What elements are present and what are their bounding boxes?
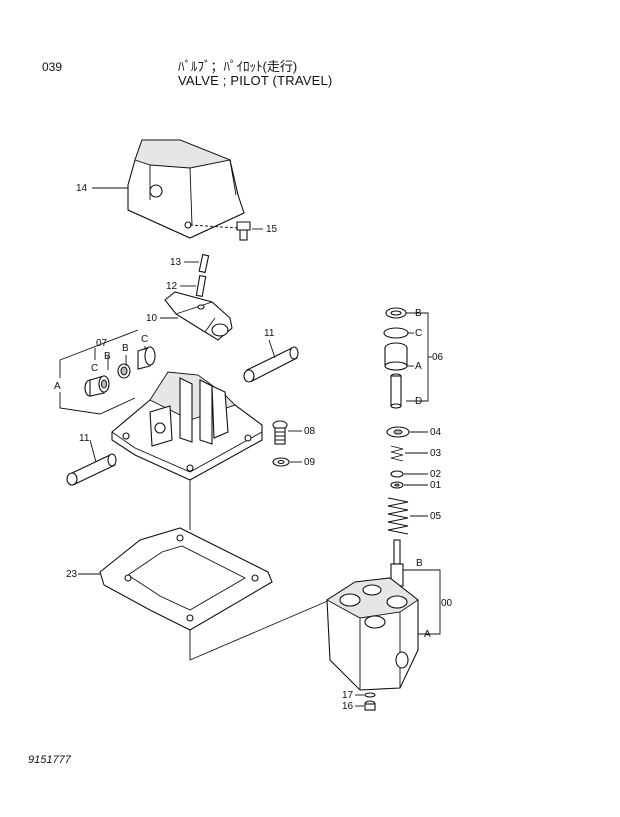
- callout-10: 10: [146, 313, 158, 324]
- callout-12: 12: [166, 281, 178, 292]
- o-ring-c: [383, 327, 409, 339]
- plug-a: [384, 342, 408, 371]
- callout-06: 06: [432, 352, 444, 363]
- shaft-part-11-upper: [243, 346, 299, 383]
- callout-b-spool: B: [416, 558, 423, 569]
- callout-01: 01: [430, 480, 442, 491]
- title-japanese: ﾊﾞﾙﾌﾞ；ﾊﾟｲﾛｯﾄ(走行): [178, 59, 298, 74]
- lever-part-10: [164, 291, 233, 341]
- washer-part-02: [390, 470, 404, 478]
- callout-a-left: A: [54, 381, 61, 392]
- valve-body-bracket: [111, 371, 263, 481]
- spool-b: [390, 539, 404, 587]
- shaft-part-11-lower: [66, 453, 117, 486]
- callout-03: 03: [430, 448, 442, 459]
- callout-11-lower: 11: [79, 433, 90, 444]
- callout-14: 14: [76, 183, 88, 194]
- spring-part-03: [390, 445, 404, 462]
- callout-13: 13: [170, 257, 182, 268]
- pin-part-13: [198, 253, 210, 274]
- callout-05: 05: [430, 511, 442, 522]
- callout-c-right: C: [141, 334, 148, 345]
- callout-b-right-column: B: [415, 308, 422, 319]
- pin-part-12: [195, 274, 207, 298]
- washer-part-01: [390, 481, 404, 489]
- callout-d-right-column: D: [415, 396, 422, 407]
- callout-c-right-column: C: [415, 328, 422, 339]
- plug-part-16: [364, 700, 376, 711]
- callout-02: 02: [430, 469, 442, 480]
- callout-15: 15: [266, 224, 278, 235]
- bolt-part-08: [272, 420, 288, 445]
- spring-part-05: [387, 497, 409, 535]
- callout-16: 16: [342, 701, 354, 712]
- washer-part-09: [272, 457, 290, 467]
- plunger-d: [390, 373, 402, 409]
- callout-08: 08: [304, 426, 316, 437]
- callout-a-right-column: A: [415, 361, 422, 372]
- callout-04: 04: [430, 427, 442, 438]
- callout-09: 09: [304, 457, 316, 468]
- drawing-number: 9151777: [28, 754, 71, 766]
- callout-07: 07: [96, 338, 108, 349]
- callout-17: 17: [342, 690, 354, 701]
- cover-part-14: [127, 139, 245, 239]
- callout-00: 00: [441, 598, 453, 609]
- valve-body-a: [326, 577, 419, 691]
- retainer-part-04: [386, 426, 410, 438]
- o-ring-part-17: [364, 692, 376, 698]
- bushing-set-part-07: [84, 346, 156, 397]
- page-number: 039: [42, 60, 63, 74]
- callout-a-body: A: [424, 629, 431, 640]
- callout-23: 23: [66, 569, 78, 580]
- callout-11-upper: 11: [264, 328, 275, 339]
- gasket-part-23: [99, 527, 273, 631]
- callout-b-left: B: [104, 351, 111, 362]
- callout-b-right: B: [122, 343, 129, 354]
- bolt-part-15: [236, 221, 251, 241]
- title-english: VALVE ; PILOT (TRAVEL): [178, 73, 333, 88]
- seal-ring-b: [385, 307, 407, 319]
- callout-c-left: C: [91, 363, 98, 374]
